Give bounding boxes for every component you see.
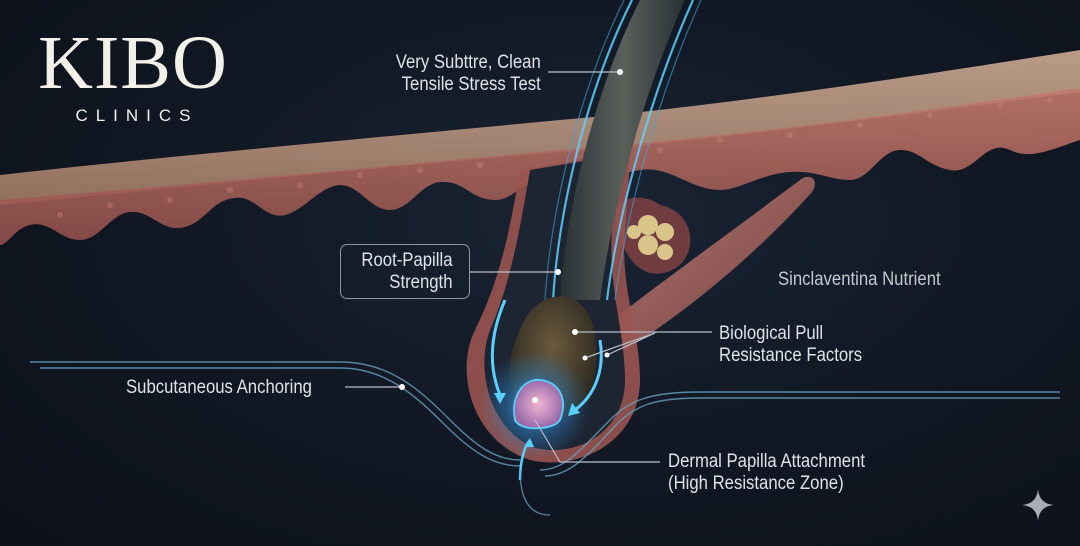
sparkle-icon (1022, 489, 1054, 521)
logo-subtitle: CLINICS (75, 106, 199, 125)
label-subcutaneous-anchoring: Subcutaneous Anchoring (126, 377, 312, 399)
label-line: Strength (388, 272, 452, 293)
root-papilla-box (340, 244, 470, 299)
label-line: Tensile Stress Test (401, 74, 541, 95)
label-line: Subcutaneous Anchoring (126, 377, 312, 398)
label-line: (High Resistance Zone) (668, 473, 844, 494)
label-biological-pull: Biological Pull Resistance Factors (719, 323, 862, 367)
label-line: Dermal Papilla Attachment (668, 451, 866, 472)
label-line: Sinclaventina Nutrient (778, 269, 941, 290)
label-root-papilla-strength: Root-Papilla Strength (361, 250, 452, 294)
label-dermal-papilla: Dermal Papilla Attachment (High Resistan… (668, 451, 865, 495)
kibo-clinics-logo: KIBO CLINICS (28, 21, 238, 126)
label-line: Resistance Factors (719, 345, 863, 366)
label-line: Very Subttre, Clean (396, 52, 541, 73)
leader-lines (345, 71, 712, 463)
logo-title: KIBO (38, 21, 228, 105)
label-nutrient: Sinclaventina Nutrient (778, 269, 941, 291)
label-tensile-stress-test: Very Subttre, Clean Tensile Stress Test (396, 52, 541, 96)
label-line: Root-Papilla (360, 250, 452, 271)
label-line: Biological Pull (719, 323, 824, 344)
